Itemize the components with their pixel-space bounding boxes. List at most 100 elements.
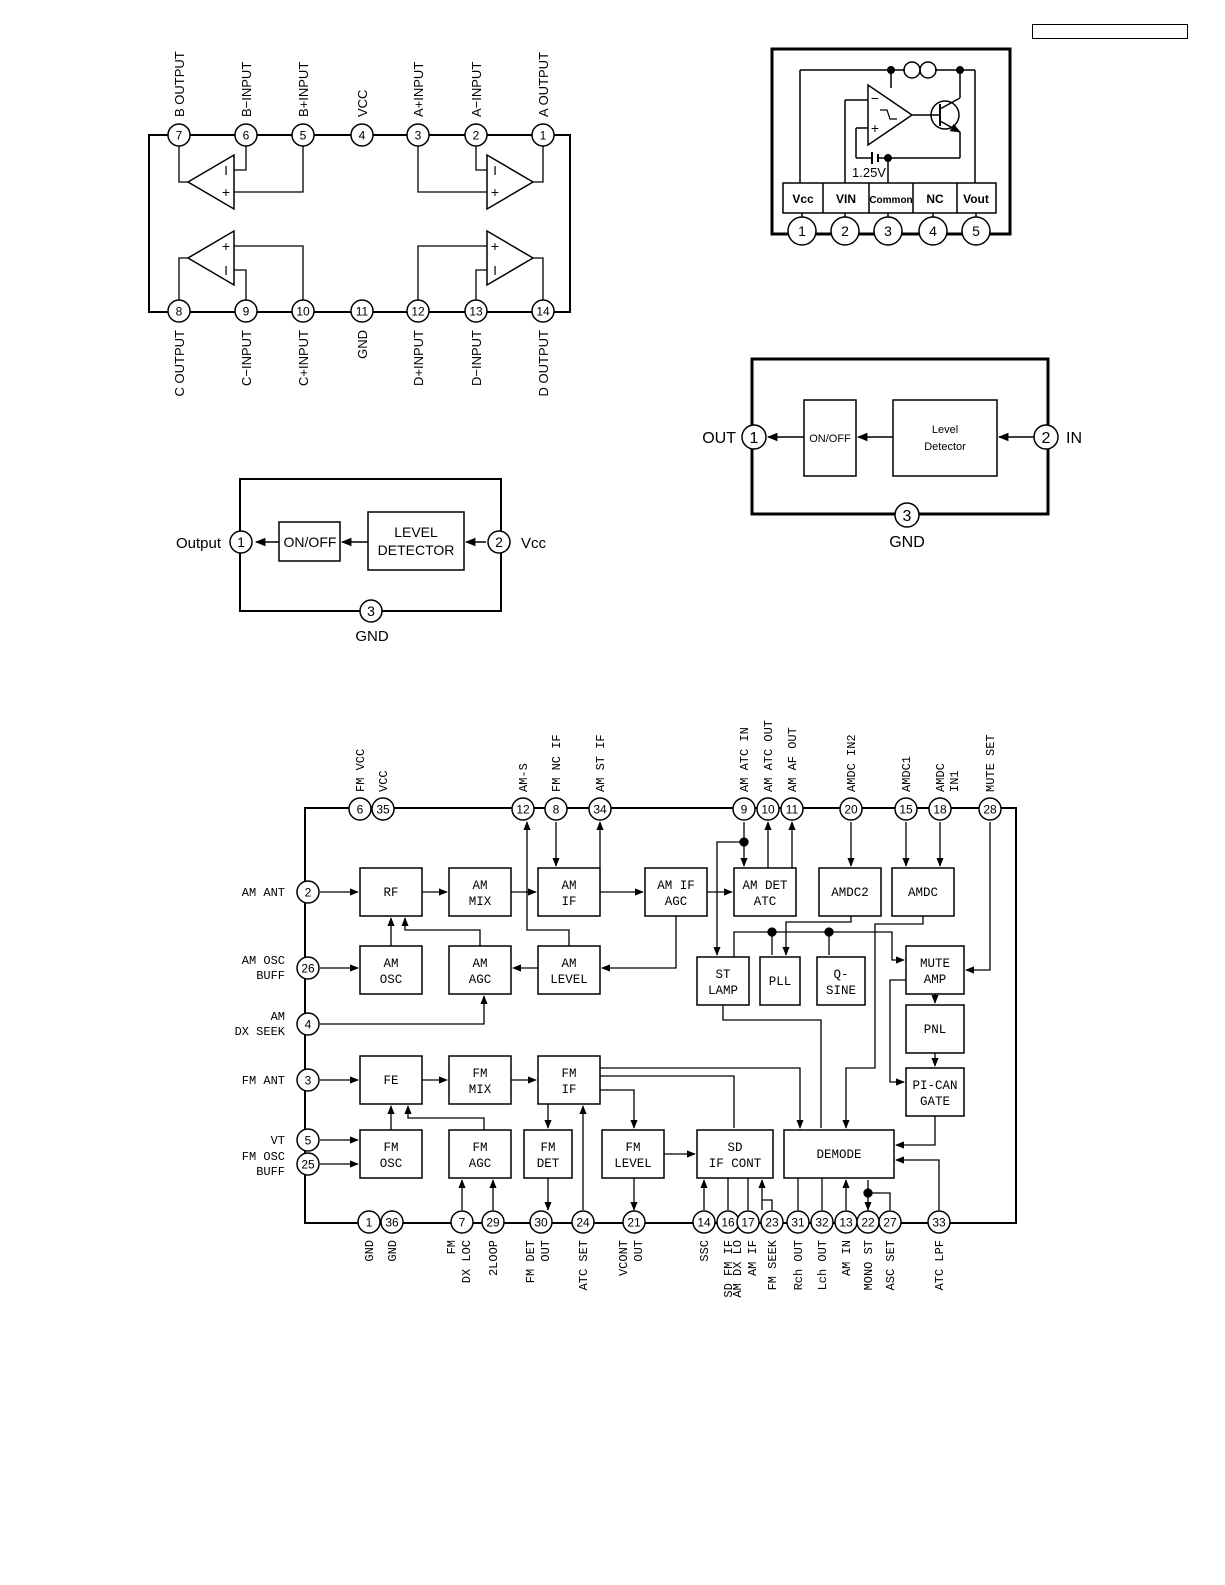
tuner-pin-bottom-29: 29 [481, 1210, 505, 1234]
opamp-a-triangle [486, 153, 535, 211]
tuner-block-muteamp-label-1: MUTE [920, 957, 950, 971]
tuner-pin-top-12-number: 12 [516, 802, 530, 816]
tuner-block-pll-label: PLL [769, 975, 792, 989]
detector-left-level-block [367, 511, 465, 571]
tuner-pin-top-28: 28 [978, 797, 1002, 821]
tuner-pin-label-29: 2LOOP [487, 1240, 501, 1276]
tuner-pin-label-27: ASC SET [884, 1240, 898, 1290]
detector-right-level-text-2: Detector [924, 441, 966, 453]
quad-opamp-diagram [148, 134, 571, 313]
tuner-pin-bottom-27: 27 [878, 1210, 902, 1234]
tuner-block-amagc-label-1: AM [472, 957, 487, 971]
tuner-pin-bottom-17: 17 [736, 1210, 760, 1234]
tuner-block-amlevel-label-1: AM [561, 957, 576, 971]
detector-left-pin-vcc-number: 2 [495, 534, 503, 550]
tuner-block-amosc-label-1: AM [383, 957, 398, 971]
tuner-pin-label-21-line2: OUT [632, 1240, 646, 1262]
tuner-block-fmagc-label-2: AGC [469, 1157, 492, 1171]
opamp-a-plus-sign: + [491, 184, 499, 200]
detector-left-pin-gnd: 3 [359, 599, 383, 623]
tuner-block-fmdet-label-2: DET [537, 1157, 560, 1171]
tuner-pin-bottom-13: 13 [834, 1210, 858, 1234]
tuner-pin-label-18: AMDC [934, 763, 948, 792]
tuner-pin-label-28: MUTE SET [984, 734, 998, 792]
tuner-pin-bottom-31-number: 31 [791, 1215, 805, 1229]
tuner-block-amif-label-1: AM [561, 879, 576, 893]
tuner-pin-top-34-number: 34 [593, 802, 607, 816]
tuner-pin-label-26: AM OSC [242, 954, 285, 968]
quad-pin-label-10: C+INPUT [296, 330, 311, 386]
quad-pin-label-2: A−INPUT [469, 62, 484, 117]
tuner-pin-bottom-1-number: 1 [366, 1215, 373, 1229]
model-number-box [1032, 24, 1188, 39]
regulator-pin-table [782, 182, 997, 214]
level-detector-left [239, 478, 502, 612]
quad-pin-bottom-14-number: 14 [536, 304, 550, 318]
opamp-b-minus-sign: I [224, 163, 228, 178]
quad-pin-label-1: A OUTPUT [536, 52, 551, 117]
opamp-c-plus-sign: + [222, 238, 230, 254]
tuner-pin-top-34: 34 [588, 797, 612, 821]
tuner-pin-label-2: AM ANT [242, 886, 285, 900]
tuner-pin-label-16: SD FM IF [722, 1240, 736, 1298]
detector-right-pin-out: 1 [741, 424, 767, 450]
quad-pin-bottom-9-number: 9 [243, 304, 250, 318]
tuner-pin-left-25: 25 [296, 1152, 320, 1176]
tuner-pin-label-25-line2: BUFF [256, 1165, 285, 1179]
tuner-pin-label-17: AM DX LO [731, 1240, 745, 1298]
detector-right-level-block [892, 399, 998, 477]
detector-left-level-text-1: LEVEL [394, 524, 438, 540]
tuner-pin-label-11: AM AF OUT [786, 727, 800, 792]
tuner-pin-top-6: 6 [348, 797, 372, 821]
quad-pin-top-6: 6 [234, 123, 258, 147]
tuner-block-qsine-label-2: SINE [826, 984, 856, 998]
tuner-block-pll: PLL [759, 956, 801, 1006]
tuner-block-fmagc-label-1: FM [472, 1141, 487, 1155]
tuner-block-qsine-label-1: Q- [833, 968, 848, 982]
regulator-pin-name-4: NC [926, 192, 944, 206]
tuner-pin-bottom-16-number: 16 [721, 1215, 735, 1229]
regulator-pin-5-number: 5 [972, 223, 980, 239]
tuner-pin-label-7-line2: DX LOC [460, 1240, 474, 1283]
tuner-pin-top-15-number: 15 [899, 802, 913, 816]
tuner-block-stlamp-label-2: LAMP [708, 984, 738, 998]
detector-left-pin-output-number: 1 [237, 534, 245, 550]
detector-right-pin-out-number: 1 [750, 430, 759, 447]
tuner-pin-label-6: FM VCC [354, 749, 368, 792]
tuner-pin-label-15: AMDC1 [900, 756, 914, 792]
tuner-pin-left-26-number: 26 [301, 961, 315, 975]
detector-left-gnd-label: GND [355, 628, 389, 645]
regulator-reference-voltage: 1.25V [852, 165, 886, 180]
quad-pin-top-1-number: 1 [540, 128, 547, 142]
tuner-block-demode: DEMODE [783, 1129, 895, 1179]
regulator-pin-name-2: VIN [836, 192, 856, 206]
detector-left-pin-output: 1 [229, 530, 253, 554]
tuner-pin-bottom-13-number: 13 [839, 1215, 853, 1229]
tuner-pin-label-25: FM OSC [242, 1150, 285, 1164]
tuner-pin-top-20: 20 [839, 797, 863, 821]
quad-pin-top-1: 1 [531, 123, 555, 147]
tuner-block-amdet-label-2: ATC [754, 895, 777, 909]
tuner-block-qsine: Q- SINE [816, 956, 866, 1006]
detector-left-pin-vcc: 2 [487, 530, 511, 554]
comparator-triangle [867, 83, 914, 147]
tuner-block-pnl: PNL [905, 1004, 965, 1054]
tuner-pin-label-17-line2: AM IF [746, 1240, 760, 1276]
tuner-block-fmif-label-2: IF [561, 1083, 576, 1097]
quad-pin-bottom-8-number: 8 [176, 304, 183, 318]
tuner-pin-bottom-22-number: 22 [861, 1215, 875, 1229]
detector-right-pin-in-number: 2 [1042, 430, 1051, 447]
detector-left-vcc-label: Vcc [521, 535, 547, 552]
tuner-block-fmmix-label-2: MIX [469, 1083, 492, 1097]
tuner-pin-bottom-33: 33 [927, 1210, 951, 1234]
regulator-pin-1-number: 1 [798, 223, 806, 239]
tuner-block-amdc2: AMDC2 [818, 867, 882, 917]
tuner-block-amdc: AMDC [891, 867, 955, 917]
tuner-pin-left-4-number: 4 [305, 1017, 312, 1031]
detector-right-pin-gnd: 3 [894, 502, 920, 528]
quad-pin-bottom-13-number: 13 [469, 304, 483, 318]
